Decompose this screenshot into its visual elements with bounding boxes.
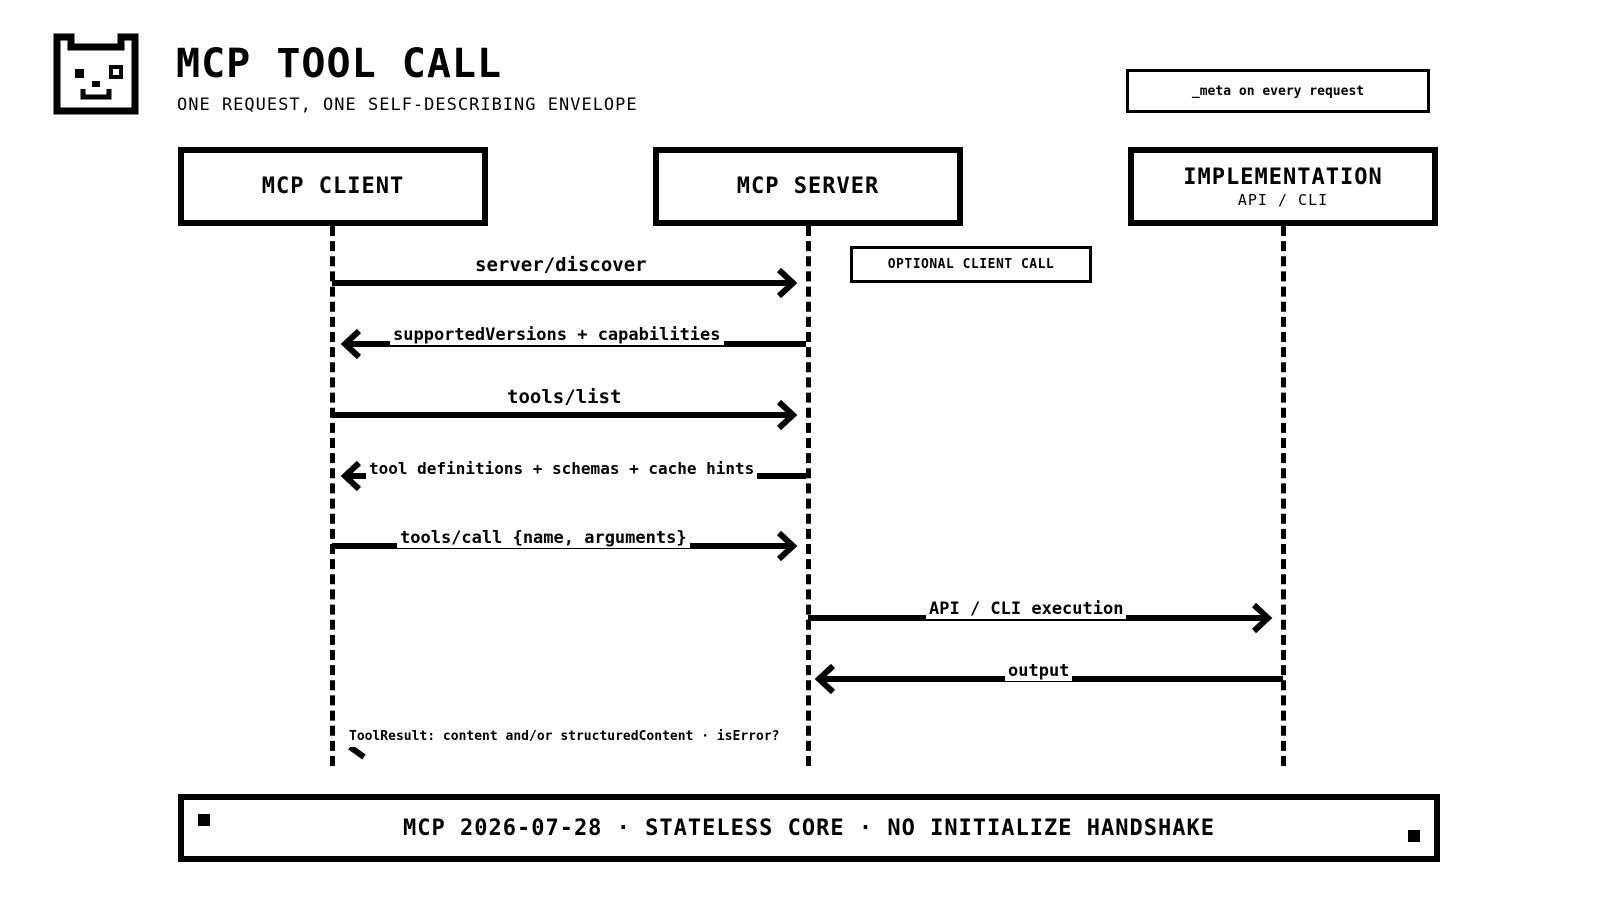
lifeline-server bbox=[806, 226, 811, 766]
message-label-server-discover: server/discover bbox=[472, 255, 650, 275]
actor-mcp-server: MCP SERVER bbox=[653, 147, 963, 226]
arrow-tool-result bbox=[348, 744, 366, 760]
footer-corner-mark bbox=[1408, 830, 1420, 842]
meta-note: _meta on every request bbox=[1126, 69, 1430, 113]
pixel-cat-icon bbox=[53, 33, 139, 115]
message-label-output: output bbox=[1005, 661, 1073, 681]
message-label-tools-list: tools/list bbox=[504, 387, 625, 407]
page-subtitle: ONE REQUEST, ONE SELF-DESCRIBING ENVELOP… bbox=[177, 95, 638, 115]
footer-corner-mark bbox=[198, 814, 210, 826]
message-label-api-cli-execution: API / CLI execution bbox=[926, 599, 1127, 619]
actor-client-name: MCP CLIENT bbox=[261, 173, 405, 199]
arrow-server-discover bbox=[332, 267, 798, 299]
footer-text: MCP 2026-07-28 · STATELESS CORE · NO INI… bbox=[403, 815, 1215, 841]
lifeline-implementation bbox=[1281, 226, 1286, 766]
actor-implementation: IMPLEMENTATION API / CLI bbox=[1128, 147, 1438, 226]
message-label-supported-versions: supportedVersions + capabilities bbox=[390, 325, 724, 345]
message-label-tool-definitions: tool definitions + schemas + cache hints bbox=[366, 459, 758, 479]
message-label-tool-result: ToolResult: content and/or structuredCon… bbox=[346, 727, 783, 747]
message-label-tools-call: tools/call {name, arguments} bbox=[397, 528, 690, 548]
arrow-tools-list bbox=[332, 399, 798, 431]
actor-server-name: MCP SERVER bbox=[736, 173, 880, 199]
actor-mcp-client: MCP CLIENT bbox=[178, 147, 488, 226]
page-title: MCP TOOL CALL bbox=[176, 41, 503, 87]
actor-implementation-sub: API / CLI bbox=[1237, 190, 1329, 209]
optional-client-call-note: OPTIONAL CLIENT CALL bbox=[850, 246, 1092, 283]
footer-banner: MCP 2026-07-28 · STATELESS CORE · NO INI… bbox=[178, 794, 1440, 862]
lifeline-client bbox=[330, 226, 335, 766]
actor-implementation-name: IMPLEMENTATION bbox=[1183, 164, 1383, 190]
